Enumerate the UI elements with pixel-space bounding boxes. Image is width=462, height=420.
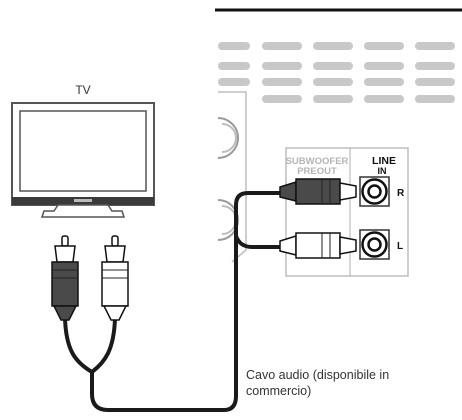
tv-stand bbox=[40, 204, 126, 218]
cable-caption-line2: commercio) bbox=[246, 384, 311, 398]
jack-left bbox=[359, 229, 390, 260]
tv-screen bbox=[19, 110, 147, 192]
receiver-vents bbox=[218, 42, 455, 103]
plug-dark-receiver-side bbox=[279, 178, 357, 205]
preout-label: PREOUT bbox=[297, 166, 337, 177]
jack-right-label: R bbox=[397, 188, 405, 199]
receiver-side-panel bbox=[218, 91, 247, 263]
hidden-connector-top bbox=[217, 117, 239, 159]
tv: TV bbox=[11, 83, 155, 218]
in-label: IN bbox=[378, 166, 387, 176]
line-label: LINE bbox=[372, 155, 396, 167]
tv-label: TV bbox=[75, 83, 90, 97]
receiver-rear-panel: SUBWOOFER PREOUT LINE IN R L bbox=[215, 8, 462, 277]
jack-left-label: L bbox=[397, 241, 403, 252]
plug-light-tv-side bbox=[101, 235, 129, 321]
plug-light-receiver-side bbox=[279, 232, 357, 259]
cable-caption-line1: Cavo audio (disponibile in bbox=[246, 368, 389, 382]
plug-dark-tv-side bbox=[51, 235, 79, 321]
subwoofer-label: SUBWOOFER bbox=[286, 156, 349, 167]
jack-right bbox=[359, 176, 390, 207]
audio-cable bbox=[63, 191, 284, 412]
